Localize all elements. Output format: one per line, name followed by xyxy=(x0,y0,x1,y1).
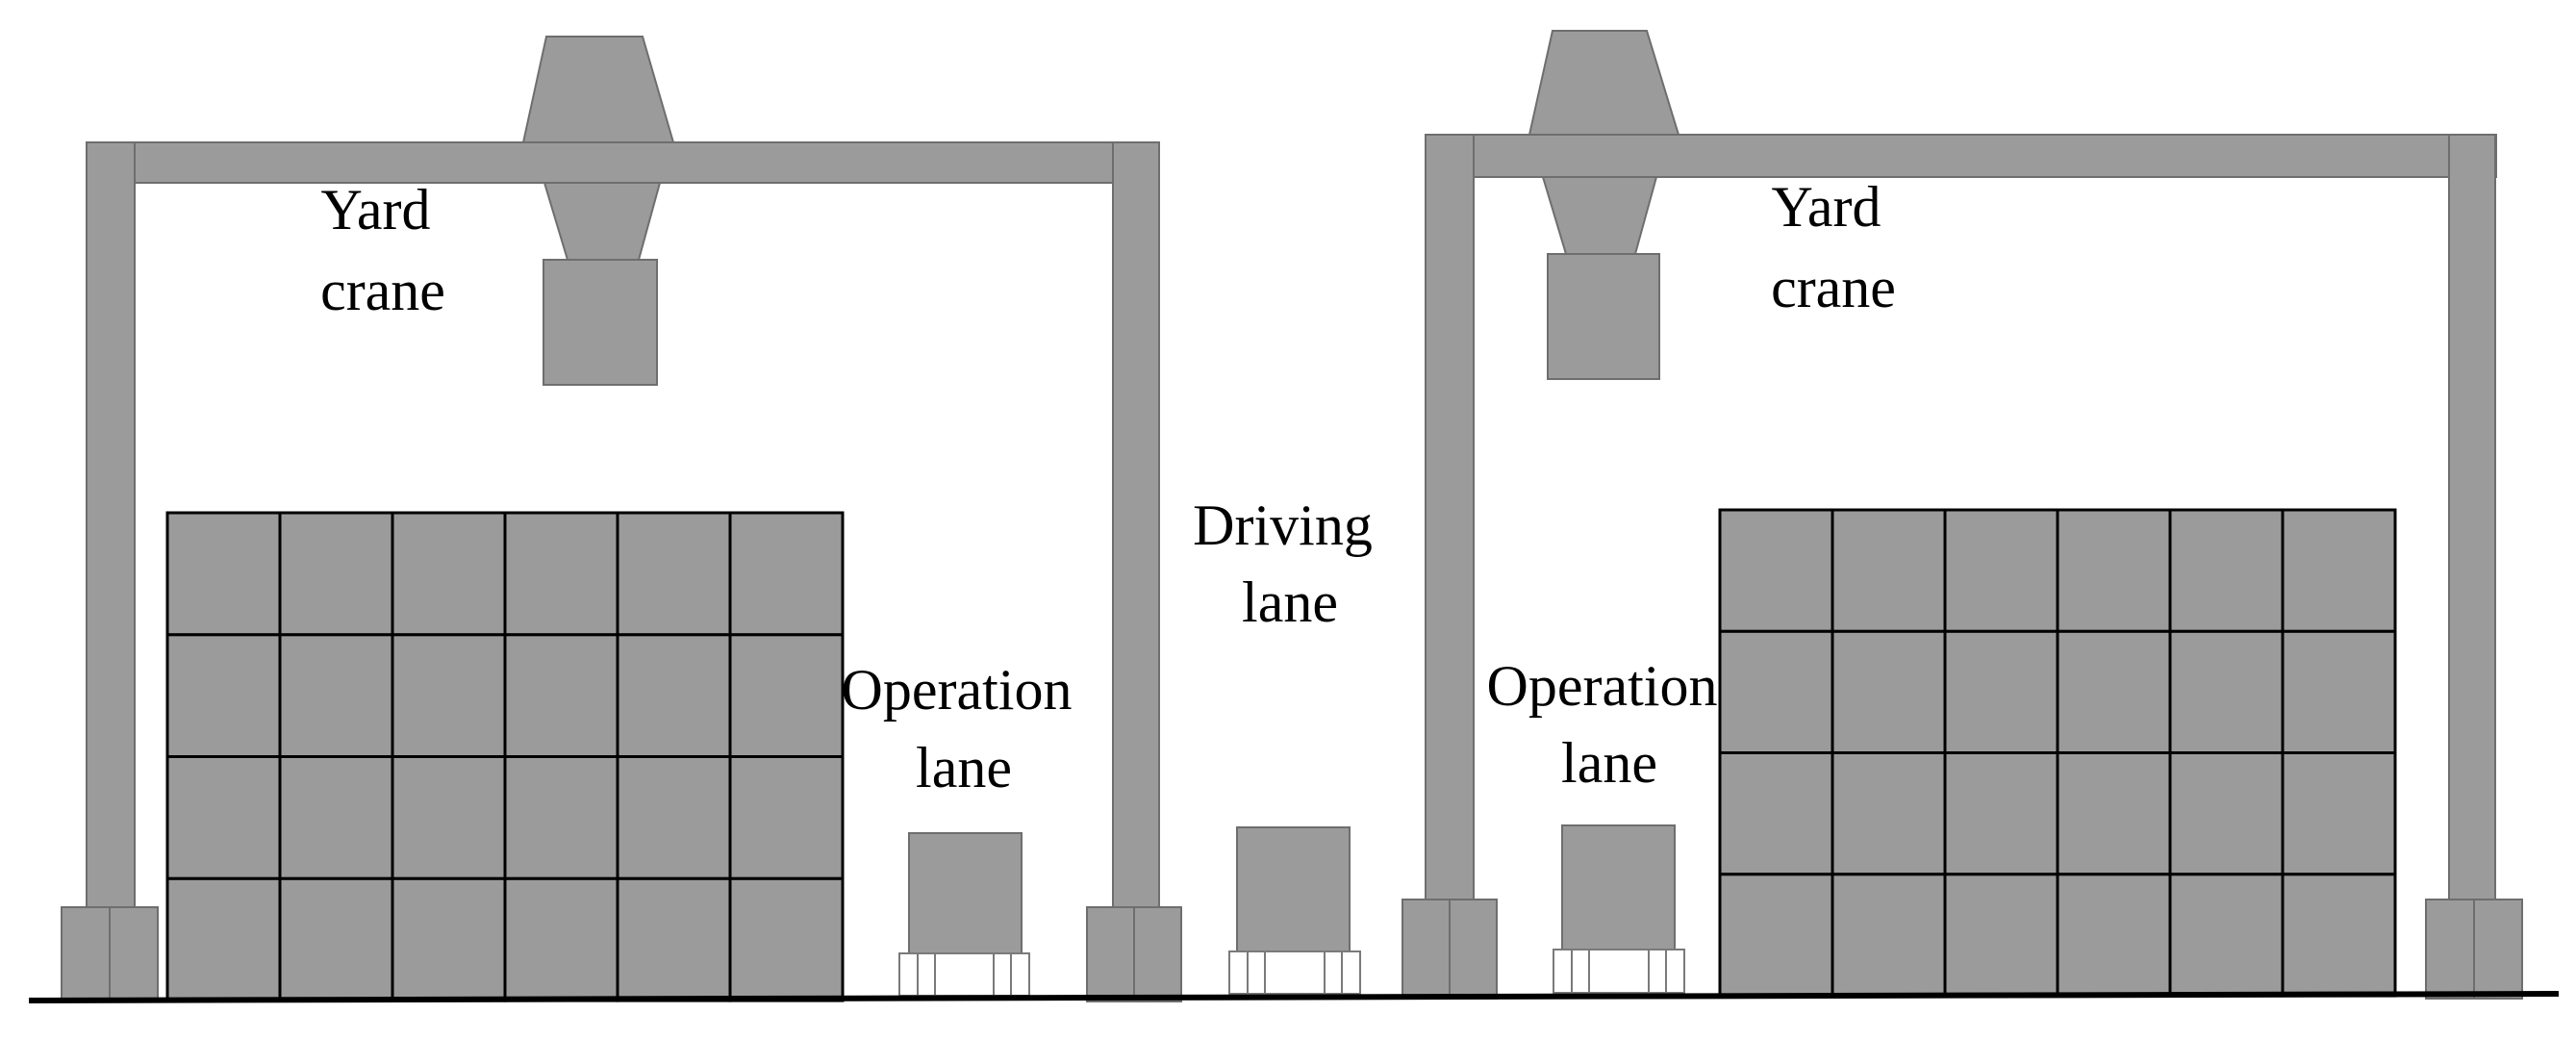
container-left-r4-c3 xyxy=(391,876,507,1002)
container-left-r4-c4 xyxy=(503,876,619,1002)
container-right-r3-c2 xyxy=(1831,751,1947,876)
container-left-r1-c5 xyxy=(616,511,732,637)
truck-right-container xyxy=(1561,824,1676,950)
crane-right-leg-left xyxy=(1425,134,1475,910)
container-right-r1-c1 xyxy=(1718,508,1834,633)
container-left-r3-c6 xyxy=(728,755,845,880)
crane-right-trolley-top xyxy=(1528,30,1680,136)
container-right-r2-c5 xyxy=(2168,629,2285,755)
container-left-r1-c4 xyxy=(503,511,619,637)
container-right-r2-c2 xyxy=(1831,629,1947,755)
container-left-r2-c2 xyxy=(278,633,394,759)
container-left-r3-c3 xyxy=(391,755,507,880)
container-right-r1-c5 xyxy=(2168,508,2285,633)
container-left-r3-c2 xyxy=(278,755,394,880)
container-right-r1-c3 xyxy=(1943,508,2059,633)
container-right-r4-c2 xyxy=(1831,873,1947,998)
container-left-r4-c1 xyxy=(165,876,282,1002)
container-left-r1-c1 xyxy=(165,511,282,637)
container-right-r3-c1 xyxy=(1718,751,1834,876)
truck-driving-lane xyxy=(1228,826,1361,995)
container-right-r1-c6 xyxy=(2281,508,2397,633)
container-left-r1-c2 xyxy=(278,511,394,637)
container-left-r2-c6 xyxy=(728,633,845,759)
truck-middle-chassis xyxy=(1228,950,1361,995)
label-operation-lane-right: Operation lane xyxy=(1487,654,1732,795)
crane-right-beam xyxy=(1425,134,2497,178)
container-right-r1-c4 xyxy=(2056,508,2172,633)
crane-right-spreader xyxy=(1547,253,1660,380)
container-right-r4-c3 xyxy=(1943,873,2059,998)
crane-left-leg-left xyxy=(86,141,136,913)
container-right-r3-c4 xyxy=(2056,751,2172,876)
label-yard-crane-right: Yard crane xyxy=(1771,175,1896,319)
container-left-r4-c2 xyxy=(278,876,394,1002)
container-left-r1-c6 xyxy=(728,511,845,637)
container-left-r2-c1 xyxy=(165,633,282,759)
truck-left-container xyxy=(908,832,1023,954)
crane-left-trolley-neck xyxy=(543,182,662,261)
container-stack-left xyxy=(165,511,845,1002)
container-right-r1-c2 xyxy=(1831,508,1947,633)
crane-left-leg-right xyxy=(1112,141,1160,913)
container-right-r2-c4 xyxy=(2056,629,2172,755)
container-right-r4-c1 xyxy=(1718,873,1834,998)
container-stack-right xyxy=(1718,508,2397,998)
ground-line xyxy=(28,991,2560,1003)
container-left-r3-c1 xyxy=(165,755,282,880)
container-left-r4-c5 xyxy=(616,876,732,1002)
container-left-r2-c4 xyxy=(503,633,619,759)
yard-crane-left xyxy=(61,36,1182,1002)
container-right-r2-c1 xyxy=(1718,629,1834,755)
truck-right-chassis xyxy=(1553,949,1685,994)
container-right-r4-c4 xyxy=(2056,873,2172,998)
crane-left-spreader xyxy=(543,259,658,386)
crane-right-leg-right xyxy=(2448,134,2496,910)
container-right-r3-c5 xyxy=(2168,751,2285,876)
container-left-r2-c3 xyxy=(391,633,507,759)
label-driving-lane: Driving lane xyxy=(1193,494,1387,634)
crane-left-trolley-top xyxy=(521,36,675,143)
container-left-r3-c5 xyxy=(616,755,732,880)
crane-left-beam xyxy=(86,141,1160,184)
label-operation-lane-left: Operation lane xyxy=(842,658,1087,799)
truck-operation-lane-right xyxy=(1553,824,1685,994)
container-right-r4-c6 xyxy=(2281,873,2397,998)
yard-crane-right xyxy=(1402,30,2523,1000)
container-right-r2-c3 xyxy=(1943,629,2059,755)
container-right-r3-c3 xyxy=(1943,751,2059,876)
container-right-r3-c6 xyxy=(2281,751,2397,876)
container-left-r4-c6 xyxy=(728,876,845,1002)
container-left-r2-c5 xyxy=(616,633,732,759)
container-left-r1-c3 xyxy=(391,511,507,637)
truck-middle-container xyxy=(1236,826,1351,952)
crane-right-trolley-neck xyxy=(1541,176,1658,255)
container-right-r2-c6 xyxy=(2281,629,2397,755)
truck-operation-lane-left xyxy=(898,832,1030,997)
container-left-r3-c4 xyxy=(503,755,619,880)
truck-left-chassis xyxy=(898,952,1030,997)
label-yard-crane-left: Yard crane xyxy=(320,178,445,322)
container-right-r4-c5 xyxy=(2168,873,2285,998)
